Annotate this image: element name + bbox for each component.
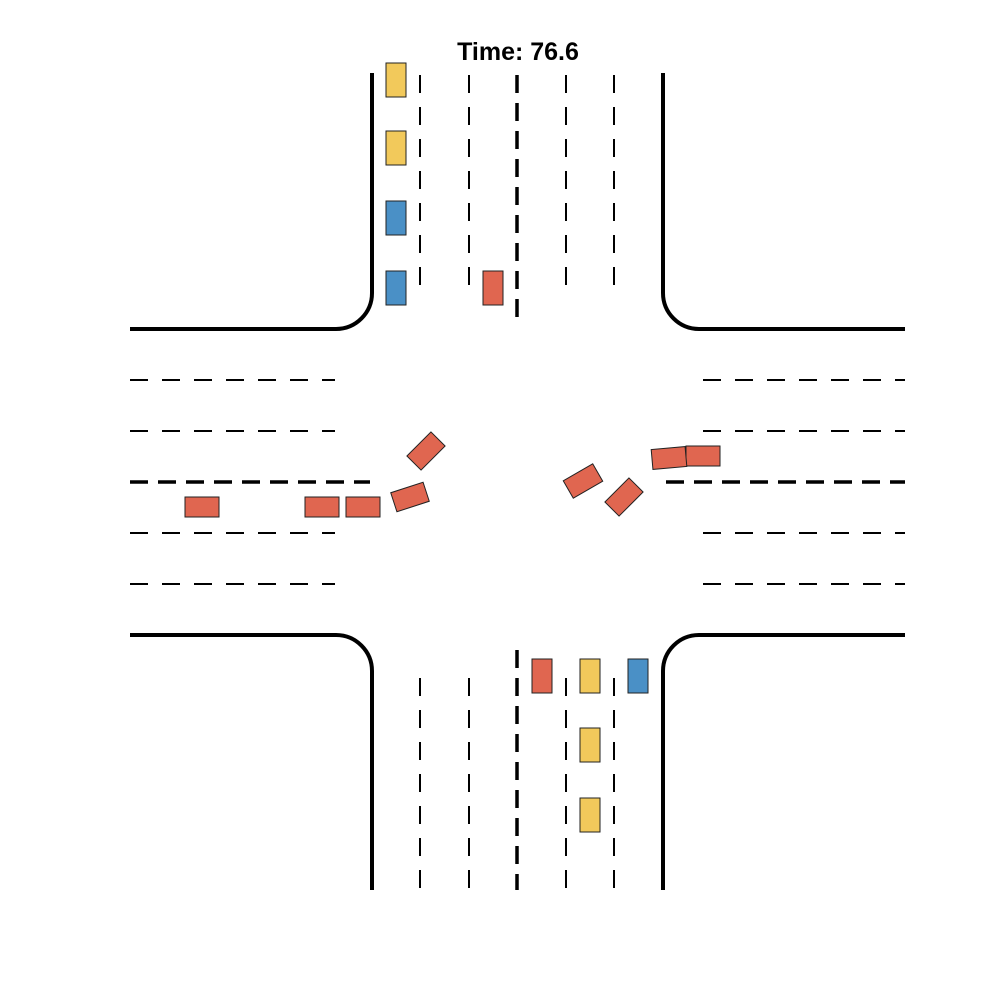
vehicle-red: [562, 463, 604, 499]
simulation-time-title: Time: 76.6: [457, 38, 579, 66]
vehicle-body: [685, 445, 721, 467]
vehicle-yellow: [579, 658, 601, 694]
vehicle-yellow: [385, 62, 407, 98]
vehicles-layer: [184, 62, 721, 833]
vehicle-body: [406, 431, 446, 471]
vehicle-blue: [385, 200, 407, 236]
curb-bottom-right: [661, 633, 905, 890]
vehicle-red: [685, 445, 721, 467]
vehicle-blue: [627, 658, 649, 694]
vehicle-body: [482, 270, 504, 306]
vehicle-body: [579, 658, 601, 694]
vehicle-body: [604, 477, 644, 517]
vehicle-red: [184, 496, 220, 518]
vehicle-body: [531, 658, 553, 694]
vehicle-red: [650, 446, 688, 470]
curb-top-left: [130, 73, 374, 331]
vehicle-red: [604, 477, 644, 517]
east-lane-markings: [666, 379, 905, 585]
vehicle-body: [385, 130, 407, 166]
vehicle-yellow: [385, 130, 407, 166]
vehicle-yellow: [579, 797, 601, 833]
vehicle-body: [390, 481, 430, 513]
vehicle-body: [579, 797, 601, 833]
vehicle-body: [579, 727, 601, 763]
curb-top-right: [661, 73, 905, 331]
vehicle-body: [385, 200, 407, 236]
road-curbs: [130, 73, 905, 890]
vehicle-yellow: [579, 727, 601, 763]
vehicle-red: [406, 431, 446, 471]
vehicle-red: [390, 481, 430, 513]
curb-bottom-left: [130, 633, 374, 890]
vehicle-red: [531, 658, 553, 694]
vehicle-red: [482, 270, 504, 306]
vehicle-red: [345, 496, 381, 518]
vehicle-body: [385, 62, 407, 98]
west-lane-markings: [130, 379, 370, 585]
vehicle-body: [304, 496, 340, 518]
vehicle-body: [184, 496, 220, 518]
vehicle-body: [650, 446, 688, 470]
vehicle-body: [345, 496, 381, 518]
south-lane-markings: [419, 650, 615, 890]
vehicle-blue: [385, 270, 407, 306]
vehicle-body: [385, 270, 407, 306]
vehicle-red: [304, 496, 340, 518]
north-lane-markings: [419, 75, 615, 318]
vehicle-body: [562, 463, 604, 499]
vehicle-body: [627, 658, 649, 694]
